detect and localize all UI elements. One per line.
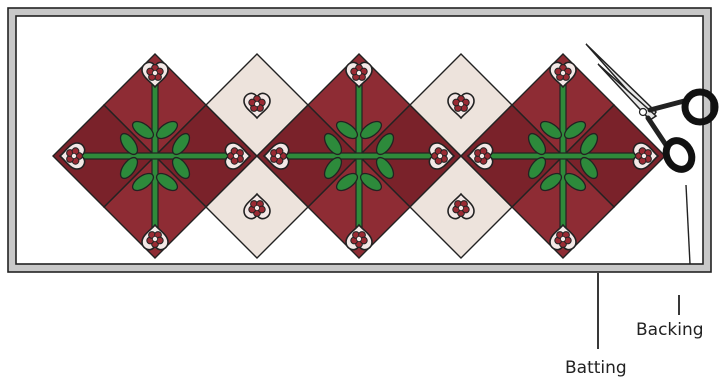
batting-label: Batting <box>565 358 627 378</box>
stem <box>279 153 439 159</box>
quilt-top <box>53 54 665 258</box>
stem <box>75 153 235 159</box>
stem <box>483 153 643 159</box>
backing-label: Backing <box>636 320 704 340</box>
